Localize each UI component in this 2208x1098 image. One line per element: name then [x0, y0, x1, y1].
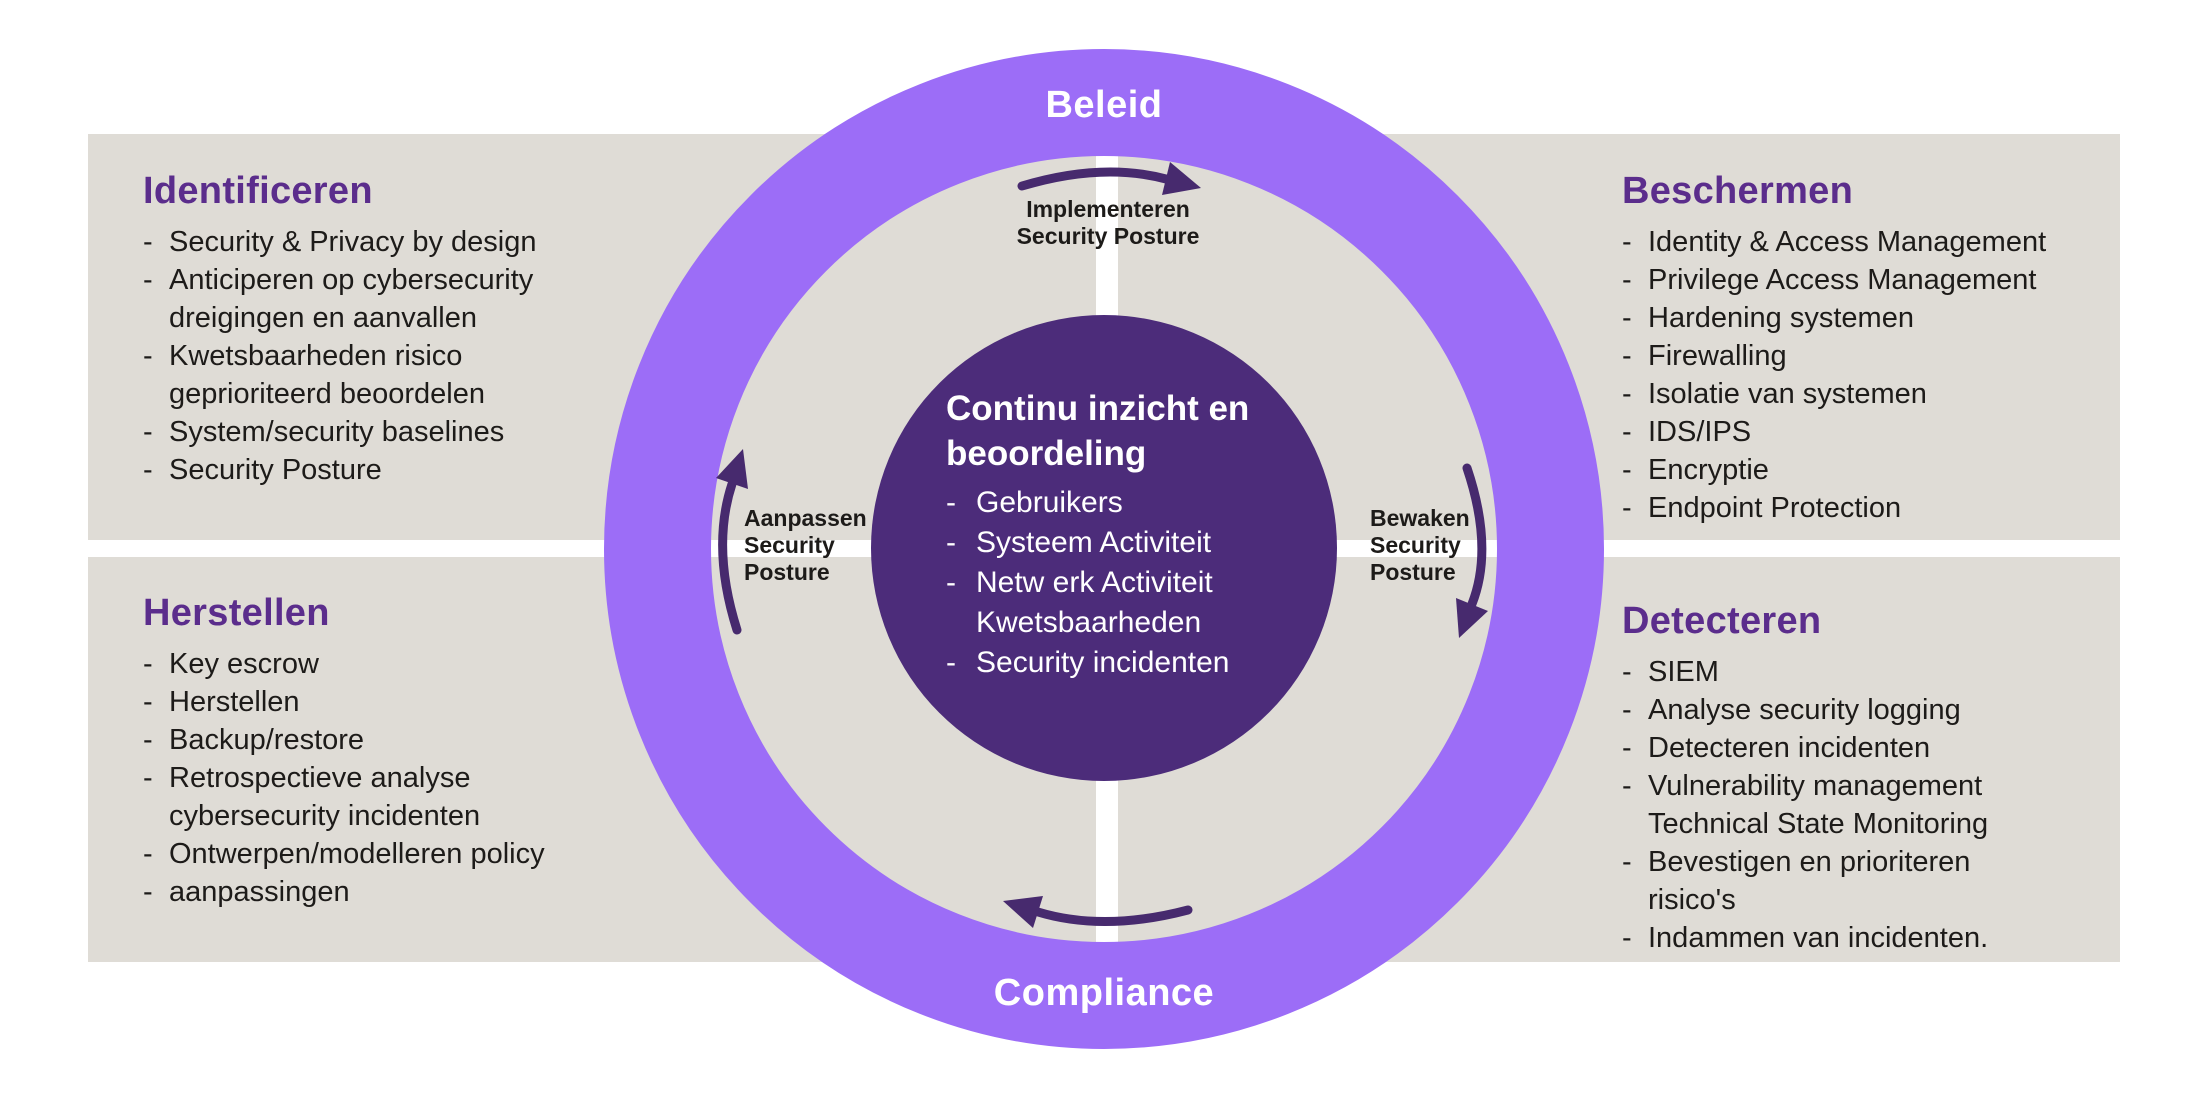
ring-label-beleid: Beleid [1045, 84, 1163, 126]
bullet-dash: - [143, 876, 153, 908]
bullet-dash: - [143, 762, 153, 794]
bewaken-arrow-icon [1456, 463, 1488, 638]
list-item: - Privilege Access Management [1622, 261, 2142, 299]
bullet-dash: - [1622, 770, 1632, 802]
center-title: Continu inzicht en beoordeling [946, 389, 1250, 473]
bullet-dash: - [143, 686, 153, 718]
list-item: - Firewalling [1622, 337, 2142, 375]
bullet-dash: - [1622, 694, 1632, 726]
bullet-dash: - [143, 264, 153, 296]
list-item: - Security & Privacy by design [143, 223, 663, 261]
list-item: - Herstellen [143, 683, 663, 721]
bullet-dash: - [143, 226, 153, 258]
list-item: - Security Posture [143, 451, 663, 489]
bullet-dash: - [946, 526, 956, 559]
bullet-dash: - [1622, 922, 1632, 954]
list-item: - Security incidenten [946, 643, 1366, 683]
bullet-dash: - [1622, 846, 1632, 878]
bullet-dash: - [1622, 302, 1632, 334]
list-item: - Analyse security logging [1622, 691, 2142, 729]
bullet-dash: - [1622, 492, 1632, 524]
list-item: - Detecteren incidenten [1622, 729, 2142, 767]
quadrant-detecteren: Detecteren - SIEM - Analyse security log… [1622, 600, 2142, 957]
list-item: - Systeem Activiteit [946, 523, 1366, 563]
list-item: - Endpoint Protection [1622, 489, 2142, 527]
quadrant-list: - Security & Privacy by design - Anticip… [143, 223, 663, 489]
policy-ring [604, 49, 1604, 1049]
bullet-dash: - [1622, 226, 1632, 258]
bullet-dash: - [946, 486, 956, 519]
flow-label-implementeren: Implementeren Security Posture [1016, 196, 1200, 249]
bullet-dash: - [946, 646, 956, 679]
quadrant-beschermen: Beschermen - Identity & Access Managemen… [1622, 170, 2142, 527]
center-content: Continu inzicht en beoordeling - Gebruik… [946, 386, 1366, 683]
list-item: - aanpassingen [143, 873, 663, 911]
bullet-dash: - [143, 648, 153, 680]
list-item: - Vulnerability management Technical Sta… [1622, 767, 2142, 843]
bullet-dash: - [143, 340, 153, 372]
bullet-dash: - [1622, 656, 1632, 688]
bullet-dash: - [1622, 264, 1632, 296]
list-item: - Ontwerpen/modelleren policy [143, 835, 663, 873]
ring-label-compliance: Compliance [993, 972, 1215, 1014]
list-item: - Bevestigen en prioriteren risico's [1622, 843, 2142, 919]
quadrant-list: - Key escrow - Herstellen - Backup/resto… [143, 645, 663, 911]
list-item: - Isolatie van systemen [1622, 375, 2142, 413]
quadrant-identificeren: Identificeren - Security & Privacy by de… [143, 170, 663, 489]
center-circle [871, 315, 1337, 781]
list-item: - Hardening systemen [1622, 299, 2142, 337]
aanpassen-arrow-icon [716, 449, 748, 635]
quadrant-herstellen: Herstellen - Key escrow - Herstellen - B… [143, 592, 663, 911]
flow-label-bewaken: Bewaken Security Posture [1370, 505, 1470, 585]
list-item: - SIEM [1622, 653, 2142, 691]
list-item: - IDS/IPS [1622, 413, 2142, 451]
list-item: - Kwetsbaarheden risico geprioriteerd be… [143, 337, 663, 413]
bullet-dash: - [1622, 378, 1632, 410]
list-item: - Key escrow [143, 645, 663, 683]
list-item: - Netw erk Activiteit Kwetsbaarheden [946, 563, 1366, 643]
list-item: - Identity & Access Management [1622, 223, 2142, 261]
bullet-dash: - [1622, 340, 1632, 372]
list-item: - Gebruikers [946, 483, 1366, 523]
quadrant-list: - Identity & Access Management - Privile… [1622, 223, 2142, 527]
bullet-dash: - [143, 838, 153, 870]
list-item: - Backup/restore [143, 721, 663, 759]
bullet-dash: - [1622, 732, 1632, 764]
quadrant-title: Identificeren [143, 170, 373, 212]
quadrant-title: Herstellen [143, 592, 330, 634]
flow-label-aanpassen: Aanpassen Security Posture [744, 505, 867, 585]
bullet-dash: - [1622, 454, 1632, 486]
compliance-arrow-icon [1003, 896, 1193, 928]
center-list: - Gebruikers - Systeem Activiteit - Netw… [946, 483, 1366, 683]
quadrant-title: Detecteren [1622, 600, 1822, 642]
implement-arrow-icon [1017, 162, 1201, 195]
bullet-dash: - [143, 454, 153, 486]
bullet-dash: - [143, 724, 153, 756]
list-item: - Anticiperen op cybersecurity dreiginge… [143, 261, 663, 337]
list-item: - Encryptie [1622, 451, 2142, 489]
list-item: - System/security baselines [143, 413, 663, 451]
list-item: - Retrospectieve analyse cybersecurity i… [143, 759, 663, 835]
quadrant-title: Beschermen [1622, 170, 1854, 212]
bullet-dash: - [1622, 416, 1632, 448]
bullet-dash: - [946, 566, 956, 599]
bullet-dash: - [143, 416, 153, 448]
list-item: - Indammen van incidenten. [1622, 919, 2142, 957]
quadrant-list: - SIEM - Analyse security logging - Dete… [1622, 653, 2142, 957]
